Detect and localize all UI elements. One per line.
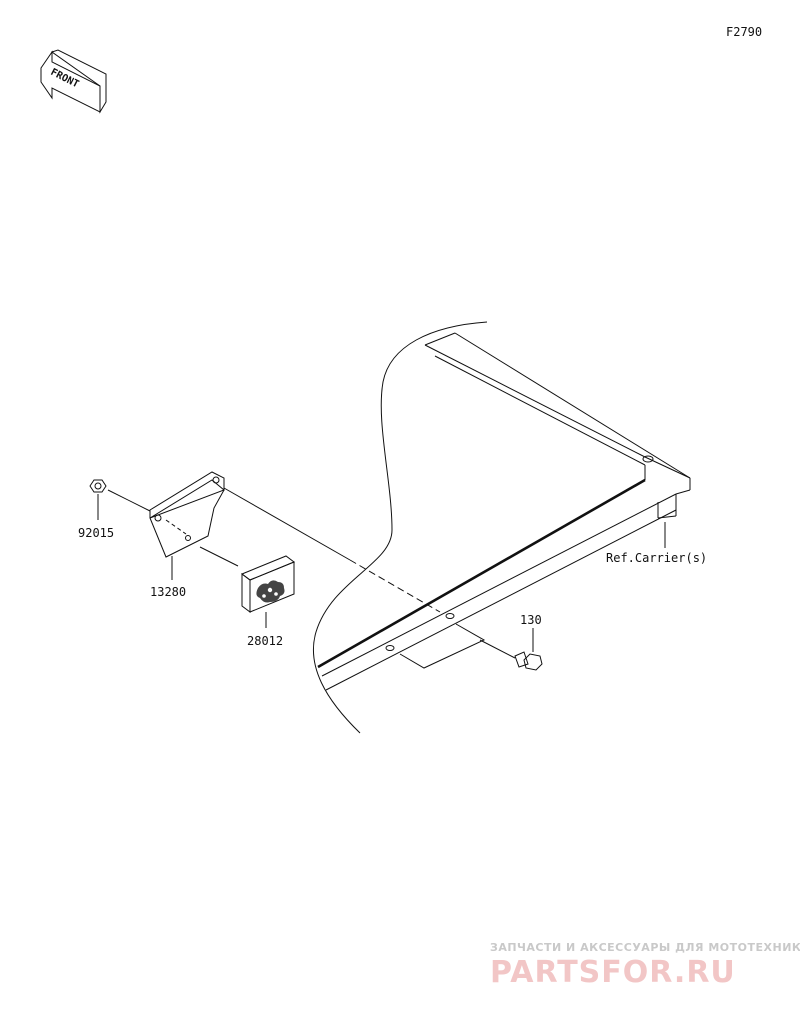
label-logo-icon bbox=[256, 580, 285, 603]
part-92015-nut bbox=[89, 479, 151, 520]
part-number-13280: 13280 bbox=[150, 585, 186, 599]
watermark-brand: PARTSFOR.RU bbox=[490, 955, 736, 990]
reference-label: Ref.Carrier(s) bbox=[606, 551, 707, 565]
part-130-bolt bbox=[479, 628, 543, 671]
part-number-92015: 92015 bbox=[78, 526, 114, 540]
part-number-130: 130 bbox=[520, 613, 542, 627]
part-13280-bracket bbox=[149, 471, 441, 613]
carrier-outline bbox=[312, 321, 691, 734]
watermark: ЗАПЧАСТИ И АКСЕССУАРЫ ДЛЯ МОТОТЕХНИКИ PA… bbox=[490, 941, 800, 990]
front-arrow-label: FRONT bbox=[49, 67, 81, 90]
diagram-code: F2790 bbox=[726, 25, 762, 39]
front-direction-arrow-icon: FRONT bbox=[40, 49, 107, 114]
part-number-28012: 28012 bbox=[247, 634, 283, 648]
part-28012-label bbox=[240, 555, 296, 628]
watermark-tagline: ЗАПЧАСТИ И АКСЕССУАРЫ ДЛЯ МОТОТЕХНИКИ bbox=[490, 941, 800, 954]
